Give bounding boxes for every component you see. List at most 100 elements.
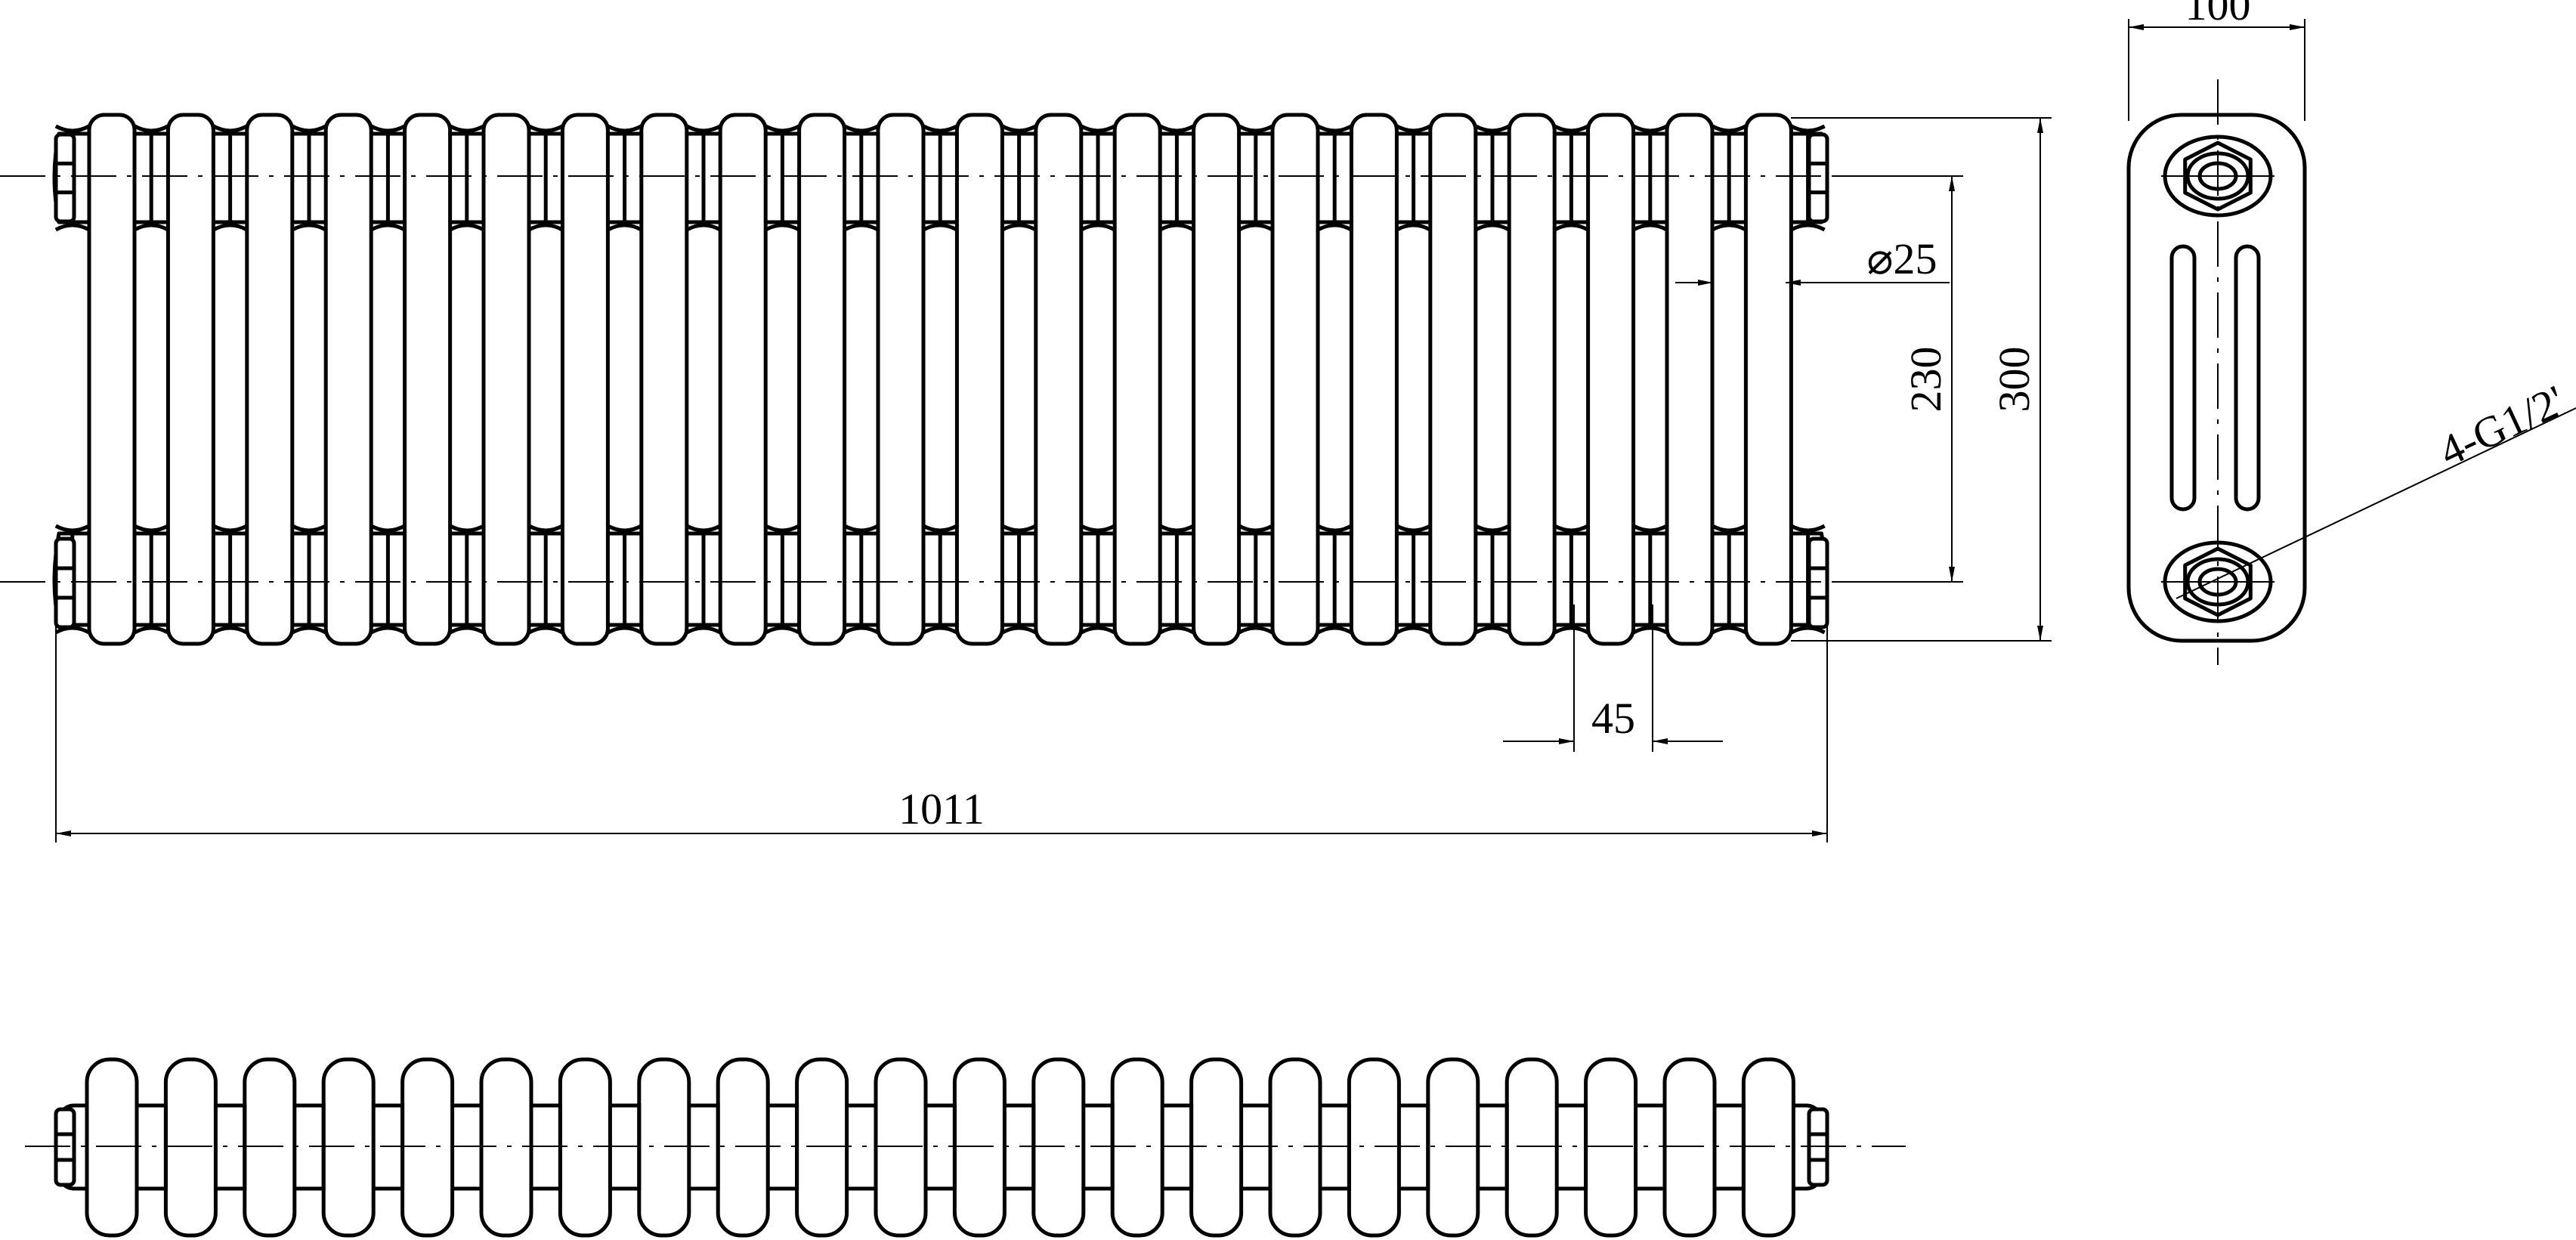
nipple-joint: [291, 524, 327, 635]
nipple-joint: [1474, 124, 1511, 232]
dim-depth-label: 100: [2185, 0, 2251, 29]
nipple-joint: [1238, 524, 1273, 635]
dim-axis-label: 230: [1901, 347, 1950, 413]
radiator-section-top: [1741, 1057, 1795, 1238]
nipple-joint: [765, 524, 800, 635]
nipple-joint: [291, 124, 327, 232]
radiator-section-top: [716, 1057, 770, 1238]
radiator-section-top: [479, 1057, 533, 1238]
radiator-section: [954, 113, 1004, 646]
radiator-section-top: [1189, 1057, 1244, 1238]
nipple-joint: [528, 124, 564, 232]
radiator-section-top: [1268, 1057, 1322, 1238]
dim-length-label: 1011: [898, 784, 985, 833]
nipple-joint: [843, 124, 879, 232]
nipple-joint: [1159, 124, 1195, 232]
nipple-joint: [685, 124, 722, 232]
side-view: 100 4-G1/2': [2126, 0, 2576, 665]
nipple-joint: [528, 524, 564, 635]
nipple-joint: [1632, 524, 1668, 635]
radiator-section: [1428, 113, 1478, 646]
nipple-joint: [1554, 524, 1589, 635]
nipple-joint: [1080, 124, 1116, 232]
radiator-section: [560, 113, 610, 646]
nipple-joint: [1238, 124, 1273, 232]
top-view: [25, 1057, 1906, 1238]
radiator-section-top: [400, 1057, 455, 1238]
hex-nut: [2183, 141, 2253, 212]
radiator-section-top: [243, 1057, 297, 1238]
radiator-section: [1270, 113, 1320, 646]
connection-leader-line: [2176, 407, 2576, 599]
radiator-section-top: [1110, 1057, 1164, 1238]
end-plug: [54, 537, 76, 629]
radiator-section-top: [85, 1057, 139, 1238]
radiator-section-top: [1504, 1057, 1559, 1238]
nipple-joint: [1159, 524, 1195, 635]
nipple-joint: [1317, 124, 1353, 232]
dim-height-label: 300: [1990, 347, 2039, 413]
nipple-joint: [607, 124, 642, 232]
nipple-joint: [1554, 124, 1589, 232]
nipple-joint: [370, 524, 406, 635]
radiator-section-top: [163, 1057, 218, 1238]
nipple-joint: [1632, 124, 1668, 232]
radiator-section: [876, 113, 926, 646]
nipple-joint: [212, 524, 248, 635]
port-bottom-icon: [2161, 540, 2274, 623]
radiator-section-top: [1662, 1057, 1717, 1238]
end-plug: [1807, 132, 1829, 224]
radiator-section: [718, 113, 768, 646]
radiator-section: [1349, 113, 1399, 646]
nipple-joint: [1396, 124, 1431, 232]
radiator-section-top: [1426, 1057, 1480, 1238]
radiator-section: [1192, 113, 1242, 646]
radiator-section-top: [558, 1057, 612, 1238]
radiator-section: [481, 113, 531, 646]
side-slot-left: [2169, 244, 2197, 512]
nipple-joint: [449, 124, 484, 232]
port-top-icon: [2161, 135, 2274, 218]
radiator-section-top: [1031, 1057, 1086, 1238]
radiator-section: [797, 113, 847, 646]
dim-pitch-label: 45: [1591, 694, 1635, 743]
radiator-section-top: [637, 1057, 691, 1238]
nipple-joint: [607, 524, 642, 635]
radiator-section: [1665, 113, 1715, 646]
nipple-joint: [134, 524, 169, 635]
radiator-section-top: [952, 1057, 1007, 1238]
nipple-joint: [1001, 524, 1037, 635]
nipple-joint: [1712, 524, 1747, 635]
dim-connections-label: 4-G1/2': [2432, 376, 2572, 476]
radiator-section: [245, 113, 295, 646]
radiator-section: [165, 113, 215, 646]
nipple-joint: [1712, 124, 1747, 232]
nipple-joint: [212, 124, 248, 232]
nipple-joint: [1317, 524, 1353, 635]
nipple-joint: [1474, 524, 1511, 635]
nipple-joint: [765, 124, 800, 232]
nipple-joint: [370, 124, 406, 232]
front-view: [0, 113, 1844, 646]
radiator-section: [1112, 113, 1162, 646]
hex-nut: [2183, 546, 2253, 617]
nipple-joint: [685, 524, 722, 635]
radiator-section-top: [874, 1057, 928, 1238]
radiator-section: [1034, 113, 1084, 646]
dim-diameter-label: ⌀25: [1867, 234, 1937, 283]
nipple-joint: [1001, 124, 1037, 232]
radiator-section: [87, 113, 137, 646]
radiator-section: [1586, 113, 1636, 646]
nipple-joint: [449, 524, 484, 635]
end-plug: [54, 132, 76, 224]
radiator-section-top: [795, 1057, 849, 1238]
nipple-joint: [923, 524, 958, 635]
radiator-section-top: [321, 1057, 376, 1238]
radiator-section: [323, 113, 373, 646]
nipple-joint: [134, 124, 169, 232]
radiator-section-top: [1584, 1057, 1638, 1238]
front-dimensions: 1011 45 300 230 ⌀25: [55, 117, 2052, 843]
radiator-section: [1743, 113, 1793, 646]
radiator-section: [403, 113, 453, 646]
